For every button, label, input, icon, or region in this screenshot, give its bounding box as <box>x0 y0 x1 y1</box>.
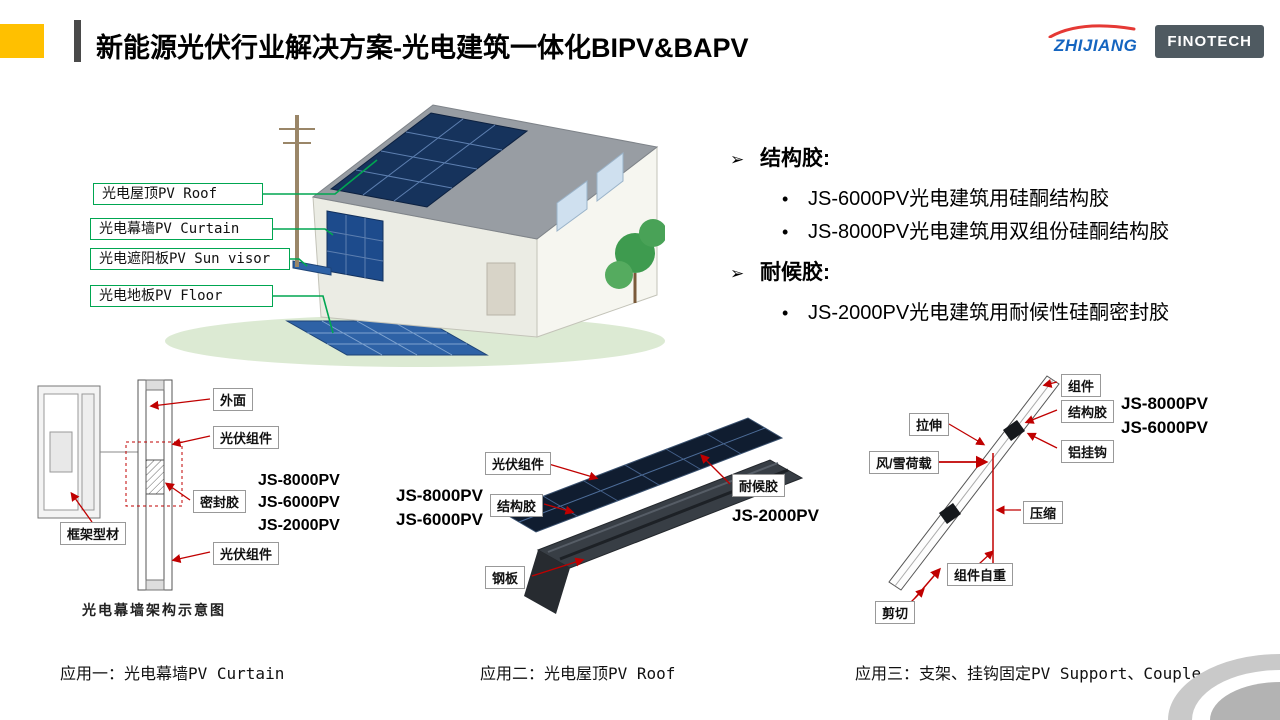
zhijiang-logo: ZHIJIANG <box>1048 24 1141 58</box>
bullet-item-js2000: • JS-2000PV光电建筑用耐候性硅酮密封胶 <box>782 296 1270 325</box>
item-text: JS-6000PV光电建筑用硅酮结构胶 <box>808 188 1110 210</box>
label-pv-module: 光伏组件 <box>485 452 552 475</box>
house-label-pv-roof: 光电屋顶PV Roof <box>93 183 263 205</box>
label-compression: 压缩 <box>1023 501 1064 524</box>
label-structural: 结构胶 <box>1061 400 1115 423</box>
label-weight: 组件自重 <box>947 563 1014 586</box>
dot-bullet-icon: • <box>782 189 789 209</box>
curtain-diagram-caption: 光电幕墙架构示意图 <box>82 602 226 618</box>
label-structural: 结构胶 <box>490 494 544 517</box>
label-shear: 剪切 <box>875 601 916 624</box>
slide-title: 新能源光伏行业解决方案-光电建筑一体化BIPV&BAPV <box>96 33 749 63</box>
bullet-item-js8000: • JS-8000PV光电建筑用双组份硅酮结构胶 <box>782 215 1270 244</box>
caption-application-2: 应用二：光电屋顶PV Roof <box>480 664 676 683</box>
dot-bullet-icon: • <box>782 222 789 242</box>
house-label-pv-sunvisor: 光电遮阳板PV Sun visor <box>90 248 290 270</box>
support-products: JS-8000PV JS-6000PV <box>1121 392 1208 440</box>
caption-application-1: 应用一：光电幕墙PV Curtain <box>60 664 285 683</box>
arrow-bullet-icon: ➢ <box>730 264 745 283</box>
yellow-accent-block <box>0 24 44 58</box>
support-hook-drawing <box>888 375 1060 605</box>
label-tension: 拉伸 <box>909 413 950 436</box>
caption-application-3: 应用三：支架、挂钩固定PV Support、Couple <box>855 664 1202 683</box>
roof-left-products: JS-8000PV JS-6000PV <box>396 484 483 532</box>
heading-text: 结构胶: <box>760 147 830 170</box>
finotech-logo-text: FINOTECH <box>1167 32 1252 50</box>
bullet-heading-structural: ➢ 结构胶: <box>730 142 1270 172</box>
house-connector-lines <box>263 159 378 334</box>
house-label-pv-floor: 光电地板PV Floor <box>90 285 273 307</box>
heading-text: 耐候胶: <box>760 261 830 284</box>
product-js6000: JS-6000PV <box>396 509 483 529</box>
pv-roof-diagram: 光伏组件 结构胶 耐候胶 钢板 JS-8000PV JS-6000PV JS-2… <box>390 400 835 640</box>
label-outside: 外面 <box>213 388 254 411</box>
curtain-products: JS-8000PV JS-6000PV JS-2000PV <box>258 470 340 537</box>
dot-bullet-icon: • <box>782 303 789 323</box>
label-wind-snow: 风/雪荷载 <box>869 451 939 474</box>
arrow-bullet-icon: ➢ <box>730 150 745 169</box>
product-js2000: JS-2000PV <box>258 516 340 534</box>
bullet-item-js6000: • JS-6000PV光电建筑用硅酮结构胶 <box>782 182 1270 211</box>
product-js6000: JS-6000PV <box>1121 417 1208 437</box>
finotech-logo: FINOTECH <box>1155 24 1264 58</box>
product-js8000: JS-8000PV <box>1121 394 1208 413</box>
label-weatherproof: 耐候胶 <box>732 474 786 497</box>
product-bullet-list: ➢ 结构胶: • JS-6000PV光电建筑用硅酮结构胶 • JS-8000PV… <box>730 142 1270 329</box>
label-steel: 钢板 <box>485 566 526 589</box>
product-js6000: JS-6000PV <box>258 494 340 512</box>
curtain-wall-drawing <box>37 379 211 591</box>
bullet-heading-weatherproof: ➢ 耐候胶: <box>730 256 1270 286</box>
zhijiang-swoosh-icon <box>1048 24 1136 38</box>
item-text: JS-8000PV光电建筑用双组份硅酮结构胶 <box>808 221 1170 243</box>
label-module: 组件 <box>1061 374 1102 397</box>
curtain-wall-diagram: 外面 光伏组件 密封胶 框架型材 光伏组件 JS-8000PV JS-6000P… <box>30 372 360 642</box>
product-js8000: JS-8000PV <box>396 486 483 505</box>
support-hook-diagram: 组件 结构胶 铝挂钩 拉伸 风/雪荷载 压缩 组件自重 剪切 JS-8000PV… <box>865 358 1265 648</box>
label-pv-module-bottom: 光伏组件 <box>213 542 280 565</box>
gray-accent-bar <box>74 20 81 62</box>
label-frame-profile: 框架型材 <box>60 522 127 545</box>
label-alu-hook: 铝挂钩 <box>1061 440 1115 463</box>
zhijiang-logo-text: ZHIJIANG <box>1053 36 1138 55</box>
house-drawing <box>165 104 665 367</box>
logo-group: ZHIJIANG FINOTECH <box>1048 24 1264 58</box>
roof-right-product: JS-2000PV <box>732 506 819 525</box>
label-pv-module-top: 光伏组件 <box>213 426 280 449</box>
item-text: JS-2000PV光电建筑用耐候性硅酮密封胶 <box>808 302 1170 324</box>
label-sealant: 密封胶 <box>193 490 247 513</box>
product-js8000: JS-8000PV <box>258 472 340 489</box>
house-label-pv-curtain: 光电幕墙PV Curtain <box>90 218 273 240</box>
house-illustration: 光电屋顶PV Roof 光电幕墙PV Curtain 光电遮阳板PV Sun v… <box>35 85 665 370</box>
